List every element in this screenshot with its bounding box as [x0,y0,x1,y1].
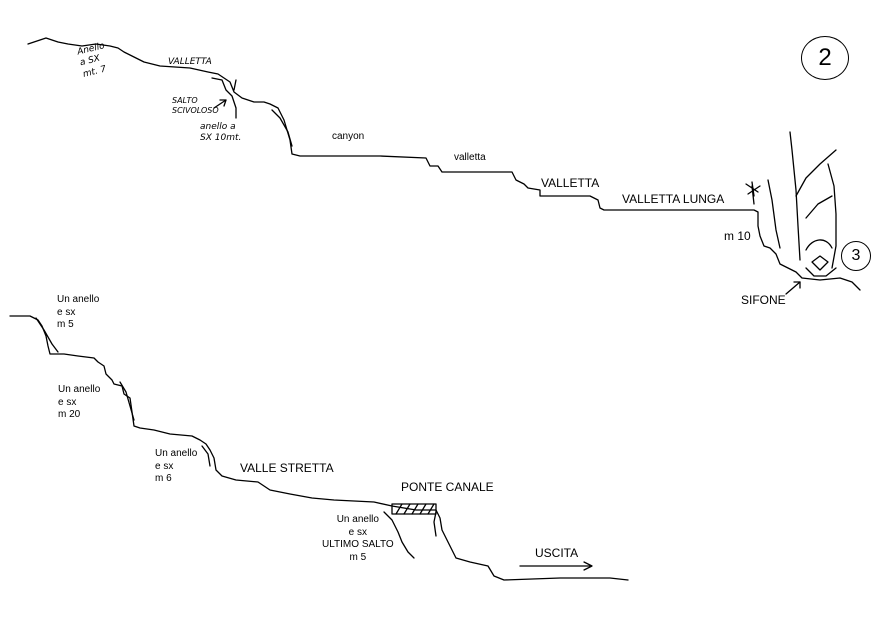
label-anello-ultimo-salto: Un anello e sx ULTIMO SALTO m 5 [322,514,394,563]
marker-bush-a [745,181,761,197]
upper-ceiling-line-a [211,77,237,119]
lower-inner-a [35,317,59,353]
label-canyon: canyon [332,131,365,142]
label-uscita: USCITA [535,546,579,560]
label-anello-sx-10: anello a SX 10mt. [200,122,242,144]
salto-arrow-head [219,99,227,107]
label-valletta-upper: VALLETTA [541,176,600,190]
sump-wall-c [767,179,781,249]
label-anello-sx-m6: Un anello e sx m 6 [155,448,198,484]
label-salto-scivoloso: SALTO SCIVOLOSO [172,96,219,115]
lower-inner-d [383,511,415,559]
sump-arc [805,239,833,251]
uscita-arrow-head [583,561,593,571]
bridge-hatch [395,503,435,515]
sump-wall-a [789,131,801,261]
sheet-number-circle: 2 [801,36,849,80]
label-ponte-canale: PONTE CANALE [401,480,494,494]
rock-stroke-2 [805,195,833,219]
label-anello-sx-m20: Un anello e sx m 20 [58,384,101,420]
upper-ceiling-line-b [271,109,293,147]
label-sifone: SIFONE [741,293,786,307]
lower-inner-b [119,381,135,421]
label-anello-sx-m5: Un anello e sx m 5 [57,294,100,330]
salto-arrow [213,99,227,109]
label-valletta-hand: VALLETTA [168,57,212,67]
sifone-arrow-head [793,281,801,289]
lower-inner-c [201,445,211,467]
label-m10: m 10 [724,229,751,243]
lower-profile-line [9,315,629,581]
sump-diamond [811,255,829,271]
label-valle-stretta: VALLE STRETTA [240,461,334,475]
lower-inner-e [433,511,437,537]
next-sheet-number: 3 [851,247,861,264]
sifone-arrow [785,281,801,295]
label-valletta-lunga: VALLETTA LUNGA [622,192,725,206]
sheet-number: 2 [818,44,832,71]
sump-floor [805,267,837,277]
next-sheet-number-circle: 3 [841,241,871,271]
ponte-canale-bridge [391,503,437,515]
rock-stroke-1 [795,149,837,197]
sump-wall-b [827,163,837,269]
upper-crack [233,79,237,91]
upper-profile-line [27,37,861,291]
label-valletta-lower: valletta [454,152,486,163]
